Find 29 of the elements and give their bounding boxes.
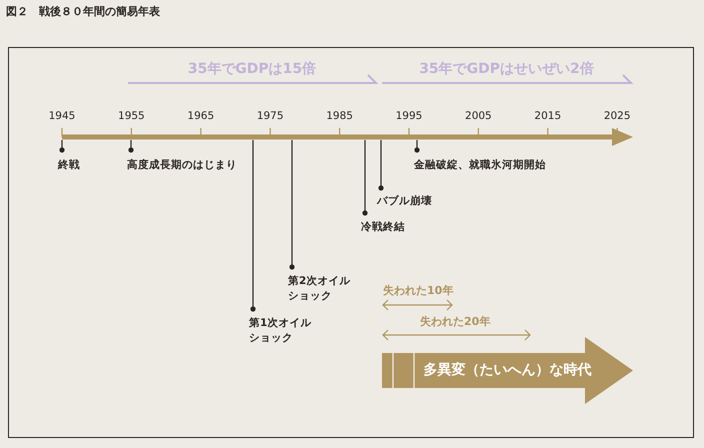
era-arrow: 多異変（たいへん）な時代 — [382, 337, 633, 404]
leader-line — [250, 140, 256, 312]
event-label: 冷戦終結 — [361, 220, 405, 235]
leader-line — [289, 140, 295, 270]
year-label: 2025 — [602, 110, 632, 122]
leader-line — [59, 140, 65, 153]
event-label: 終戦 — [58, 158, 80, 173]
leader-line — [362, 140, 368, 216]
leader-line — [414, 140, 420, 153]
event-label: 金融破綻、就職氷河期開始 — [414, 158, 546, 173]
year-label: 1945 — [48, 110, 76, 122]
year-label: 2015 — [533, 110, 562, 122]
year-label: 1965 — [186, 110, 216, 122]
period-note: 35年でGDPはせいぜい2倍 — [418, 60, 595, 78]
event-label: 第1次オイルショック — [249, 316, 315, 346]
event-label: 第2次オイルショック — [288, 274, 354, 304]
event-label: バブル崩壊 — [377, 194, 432, 209]
figure-title: 図２ 戦後８０年間の簡易年表 — [6, 4, 160, 19]
year-label: 1955 — [117, 110, 146, 122]
period-note: 失われた20年 — [420, 314, 490, 329]
year-label: 1995 — [394, 110, 424, 122]
year-label: 1985 — [325, 110, 354, 122]
leader-line — [128, 140, 134, 153]
event-label: 高度成長期のはじまり — [127, 158, 237, 173]
period-note: 35年でGDPは15倍 — [186, 60, 318, 78]
year-label: 1975 — [256, 110, 285, 122]
year-label: 2005 — [464, 110, 493, 122]
period-note: 失われた10年 — [383, 283, 454, 298]
leader-line — [378, 140, 384, 191]
